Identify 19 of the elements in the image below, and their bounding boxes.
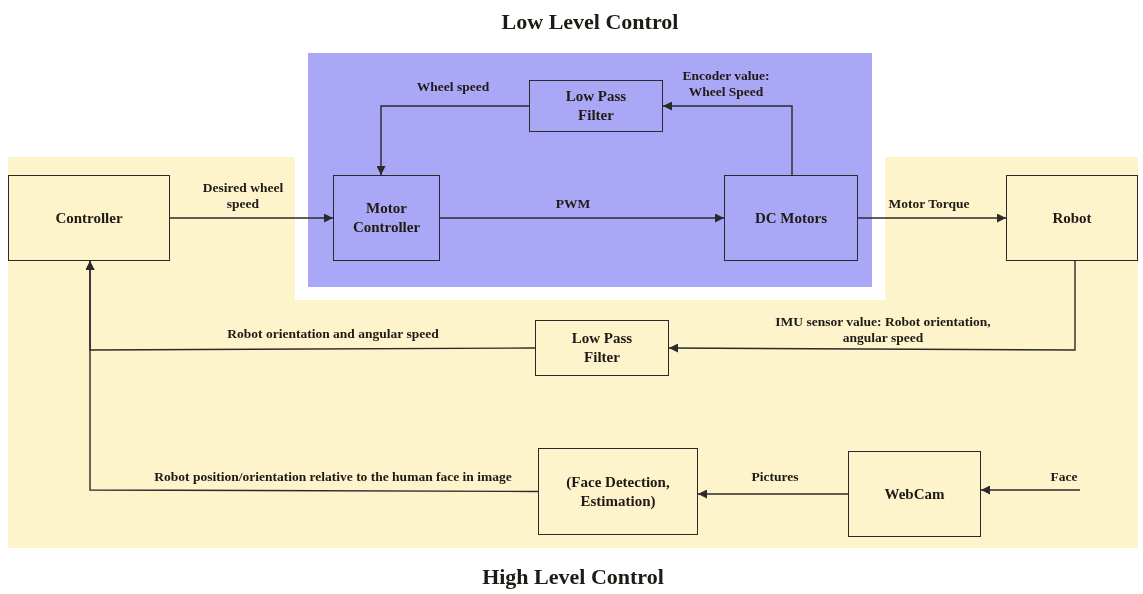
section-title: High Level Control — [481, 563, 665, 591]
arrow — [439, 213, 725, 223]
process-box: DC Motors — [724, 175, 858, 261]
arrow — [857, 213, 1007, 223]
process-box: Robot — [1006, 175, 1138, 261]
process-box: (Face Detection, Estimation) — [538, 448, 698, 535]
arrow — [662, 101, 793, 176]
section-title: Low Level Control — [500, 8, 680, 36]
arrow — [980, 485, 1081, 495]
process-box: Low Pass Filter — [529, 80, 663, 132]
arrow — [697, 489, 849, 499]
arrow — [169, 213, 334, 223]
arrow — [376, 105, 530, 176]
process-box: Motor Controller — [333, 175, 440, 261]
process-box: Low Pass Filter — [535, 320, 669, 376]
process-box: WebCam — [848, 451, 981, 537]
arrow — [668, 260, 1076, 353]
process-box: Controller — [8, 175, 170, 261]
arrow — [85, 260, 539, 493]
